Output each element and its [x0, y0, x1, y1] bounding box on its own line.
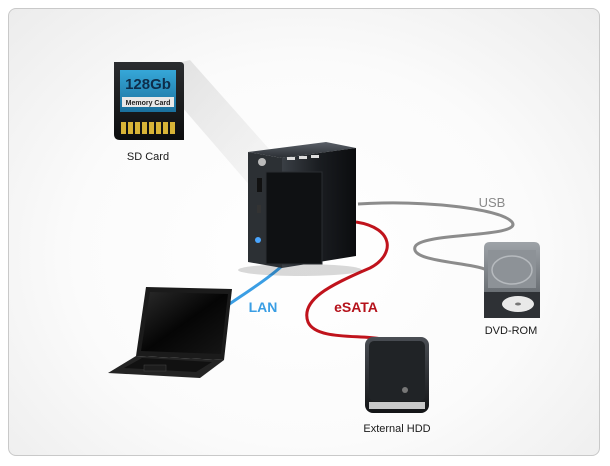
- esata-label: eSATA: [334, 299, 378, 315]
- dvd-rom-icon: [484, 242, 540, 318]
- lan-label: LAN: [249, 299, 278, 315]
- esata-cable: [305, 220, 394, 347]
- sd-card-caption: SD Card: [127, 151, 169, 163]
- dvd-rom-caption: DVD-ROM: [485, 325, 538, 337]
- sd-card-capacity: 128Gb: [125, 76, 171, 93]
- sd-card-text: Memory Card: [126, 100, 171, 107]
- laptop-icon: [108, 287, 232, 378]
- nas-device-icon: [238, 142, 362, 276]
- usb-label: USB: [479, 195, 506, 210]
- external-hdd-caption: External HDD: [363, 423, 430, 435]
- lan-cable: [227, 264, 283, 307]
- usb-cable: [357, 201, 515, 272]
- external-hdd-icon: [365, 337, 429, 413]
- sd-card-icon: [114, 62, 184, 140]
